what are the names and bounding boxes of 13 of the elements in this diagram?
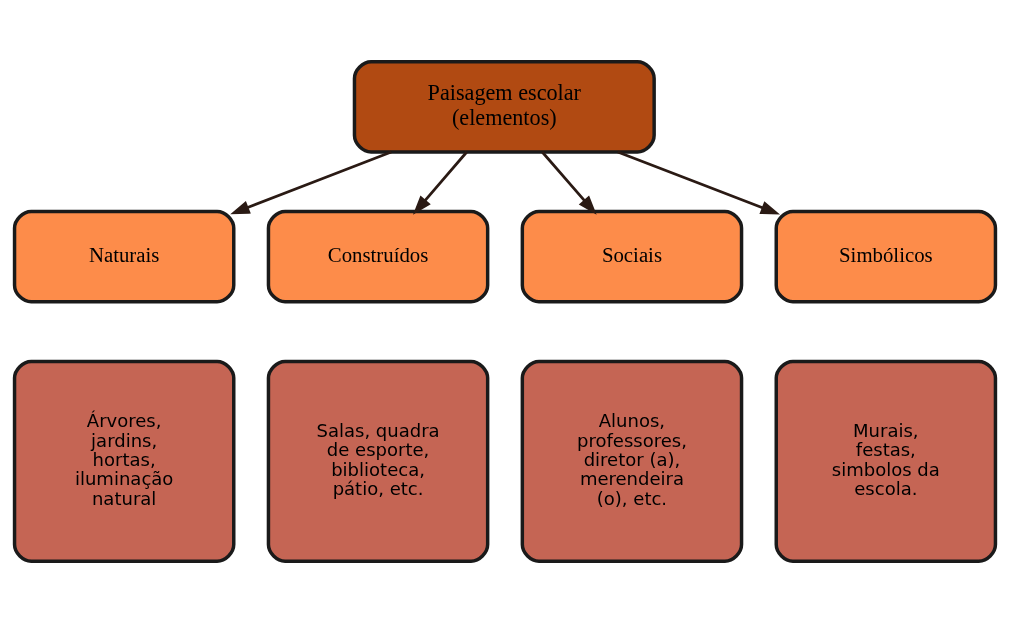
node-box: Árvores, jardins, hortas, iluminação natural: [12, 359, 235, 563]
node-box: Simbólicos: [774, 209, 997, 304]
node-box: Sociais: [520, 209, 743, 304]
arrow: [540, 151, 597, 215]
node-box: Paisagem escolar (elementos): [352, 60, 656, 154]
node-box: Construídos: [266, 209, 489, 304]
node-box: Murais, festas, simbolos da escola.: [774, 359, 997, 563]
arrow: [229, 150, 392, 215]
node-box: Naturais: [12, 209, 235, 304]
node-box: Salas, quadra de esporte, biblioteca, pátio, etc.: [266, 359, 489, 563]
arrow: [412, 151, 468, 215]
arrow: [616, 150, 780, 215]
node-box: Alunos, professores, diretor (a), merendeira (o), etc.: [520, 359, 743, 563]
